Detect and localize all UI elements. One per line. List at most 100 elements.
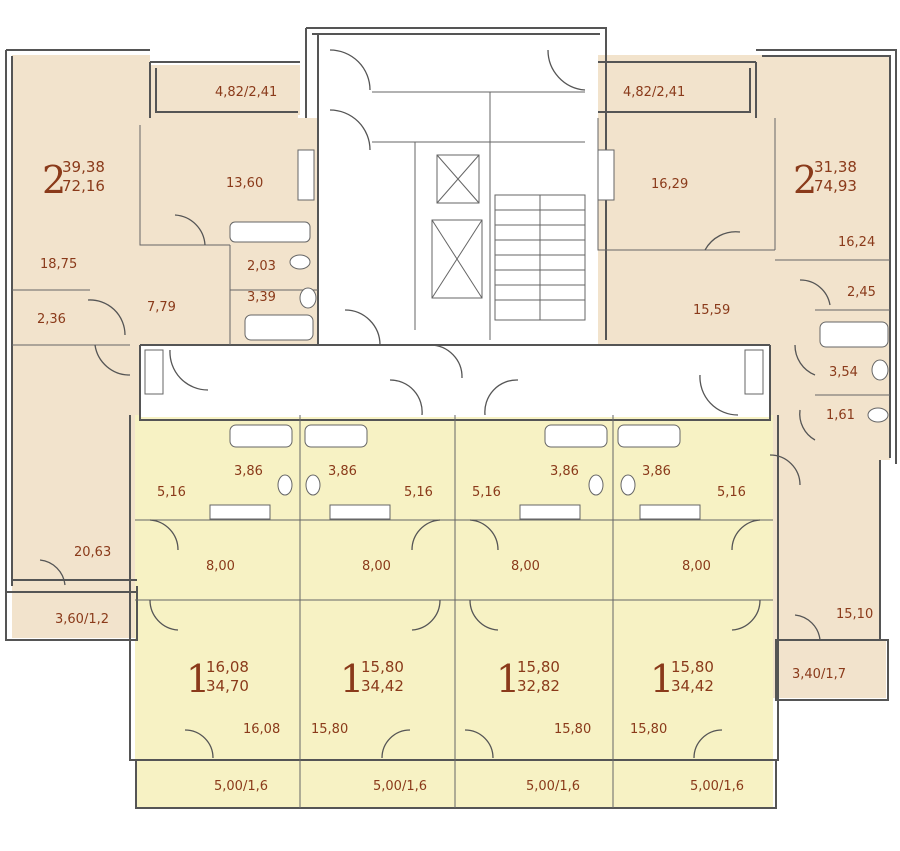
counter-3 — [519, 504, 581, 520]
area-kitchen-2: 8,00 — [362, 559, 391, 574]
stove-left — [297, 149, 315, 201]
bathtub-4 — [617, 424, 681, 448]
area-room-2: 15,80 — [311, 722, 348, 737]
balcony-top-left-fill — [150, 65, 300, 115]
room-count: 1 — [650, 657, 674, 701]
area-balcony-top-right: 4,82/2,41 — [623, 85, 685, 100]
area-balcony-2: 5,00/1,6 — [373, 779, 427, 794]
area-kitchen-left: 13,60 — [226, 176, 263, 191]
area-bath-left: 3,39 — [247, 290, 276, 305]
area-room-3: 15,80 — [554, 722, 591, 737]
room-count: 2 — [793, 158, 817, 202]
room-area-labels: 4,82/2,41 4,82/2,41 13,60 16,29 18,75 16… — [37, 85, 876, 794]
bathtub-left — [244, 314, 314, 341]
apartment-1-d-fill — [613, 415, 773, 760]
toilet-4 — [620, 474, 636, 496]
living-area: 15,80 — [361, 658, 404, 676]
apartment-1-a-label: 1 16,08 34,70 — [186, 657, 249, 701]
bathtub-3 — [544, 424, 608, 448]
stove-right — [597, 149, 615, 201]
toilet-1 — [277, 474, 293, 496]
total-area: 34,42 — [671, 677, 714, 695]
toilet-3 — [588, 474, 604, 496]
area-bath-1: 3,86 — [234, 464, 263, 479]
total-area: 32,82 — [517, 677, 560, 695]
balcony-1-fill — [135, 760, 300, 808]
area-loggia-left: 3,60/1,2 — [55, 612, 109, 627]
area-hall-1: 5,16 — [157, 485, 186, 500]
bathtub-1 — [229, 424, 293, 448]
living-area: 31,38 — [814, 158, 857, 176]
apartment-1-a-fill — [135, 415, 300, 760]
doors — [39, 49, 831, 759]
room-count: 2 — [42, 158, 66, 202]
living-area: 16,08 — [206, 658, 249, 676]
area-bath-4: 3,86 — [642, 464, 671, 479]
room-count: 1 — [340, 657, 364, 701]
counter-1 — [209, 504, 271, 520]
area-kitchen-1: 8,00 — [206, 559, 235, 574]
area-room-left-top: 18,75 — [40, 257, 77, 272]
area-balcony-3: 5,00/1,6 — [526, 779, 580, 794]
living-area: 15,80 — [671, 658, 714, 676]
living-area: 15,80 — [517, 658, 560, 676]
apartment-2-right-fill — [598, 55, 890, 640]
toilet-left — [289, 254, 311, 270]
apartment-labels: 2 39,38 72,16 2 31,38 74,93 1 16,08 34,7… — [42, 158, 857, 701]
corridor — [140, 345, 770, 417]
apartment-1-b-fill — [300, 415, 455, 760]
balcony-3-fill — [455, 760, 613, 808]
area-bath-2: 3,86 — [328, 464, 357, 479]
area-room-right-bottom: 15,10 — [836, 607, 873, 622]
area-kitchen-right: 16,29 — [651, 177, 688, 192]
apartment-1-b-label: 1 15,80 34,42 — [340, 657, 404, 701]
total-area: 34,70 — [206, 677, 249, 695]
apartment-2-right-label: 2 31,38 74,93 — [793, 158, 857, 202]
room-count: 1 — [496, 657, 520, 701]
vent-left — [144, 349, 164, 395]
total-area: 34,42 — [361, 677, 404, 695]
area-hall-left: 7,79 — [147, 300, 176, 315]
apartment-1-c-fill — [455, 415, 613, 760]
balcony-4-fill — [613, 760, 773, 808]
apartment-1-c-label: 1 15,80 32,82 — [496, 657, 560, 701]
stair-core-details — [372, 91, 586, 340]
area-balcony-top-left: 4,82/2,41 — [215, 85, 277, 100]
apartment-2-left-fill — [12, 55, 318, 590]
toilet-2 — [305, 474, 321, 496]
area-kitchen-3: 8,00 — [511, 559, 540, 574]
apartment-2-left-label: 2 39,38 72,16 — [42, 158, 105, 202]
loggia-right-fill — [773, 640, 886, 698]
walls — [5, 27, 897, 809]
counter-2 — [329, 504, 391, 520]
area-room-right-top: 16,24 — [838, 235, 875, 250]
vent-right — [744, 349, 764, 395]
toilet-right — [867, 407, 889, 423]
area-room-left-bottom: 20,63 — [74, 545, 111, 560]
apartment-fills — [12, 55, 890, 808]
area-bath-3: 3,86 — [550, 464, 579, 479]
fixtures — [144, 149, 889, 520]
area-closet-left: 2,36 — [37, 312, 66, 327]
area-hall-3: 5,16 — [472, 485, 501, 500]
room-count: 1 — [186, 657, 210, 701]
area-hall-4: 5,16 — [717, 485, 746, 500]
sink-left — [299, 287, 317, 309]
area-wc-right: 2,45 — [847, 285, 876, 300]
area-room-1: 16,08 — [243, 722, 280, 737]
bathtub-right — [819, 321, 889, 348]
area-balcony-1: 5,00/1,6 — [214, 779, 268, 794]
apartment-1-d-label: 1 15,80 34,42 — [650, 657, 714, 701]
area-wc-left: 2,03 — [247, 259, 276, 274]
area-hall-right: 15,59 — [693, 303, 730, 318]
area-closet-right: 1,61 — [826, 408, 855, 423]
area-loggia-right: 3,40/1,7 — [792, 667, 846, 682]
area-kitchen-4: 8,00 — [682, 559, 711, 574]
balcony-2-fill — [300, 760, 455, 808]
area-hall-2: 5,16 — [404, 485, 433, 500]
counter-4 — [639, 504, 701, 520]
sink-right — [871, 359, 889, 381]
total-area: 72,16 — [62, 177, 105, 195]
bathtub-2 — [304, 424, 368, 448]
